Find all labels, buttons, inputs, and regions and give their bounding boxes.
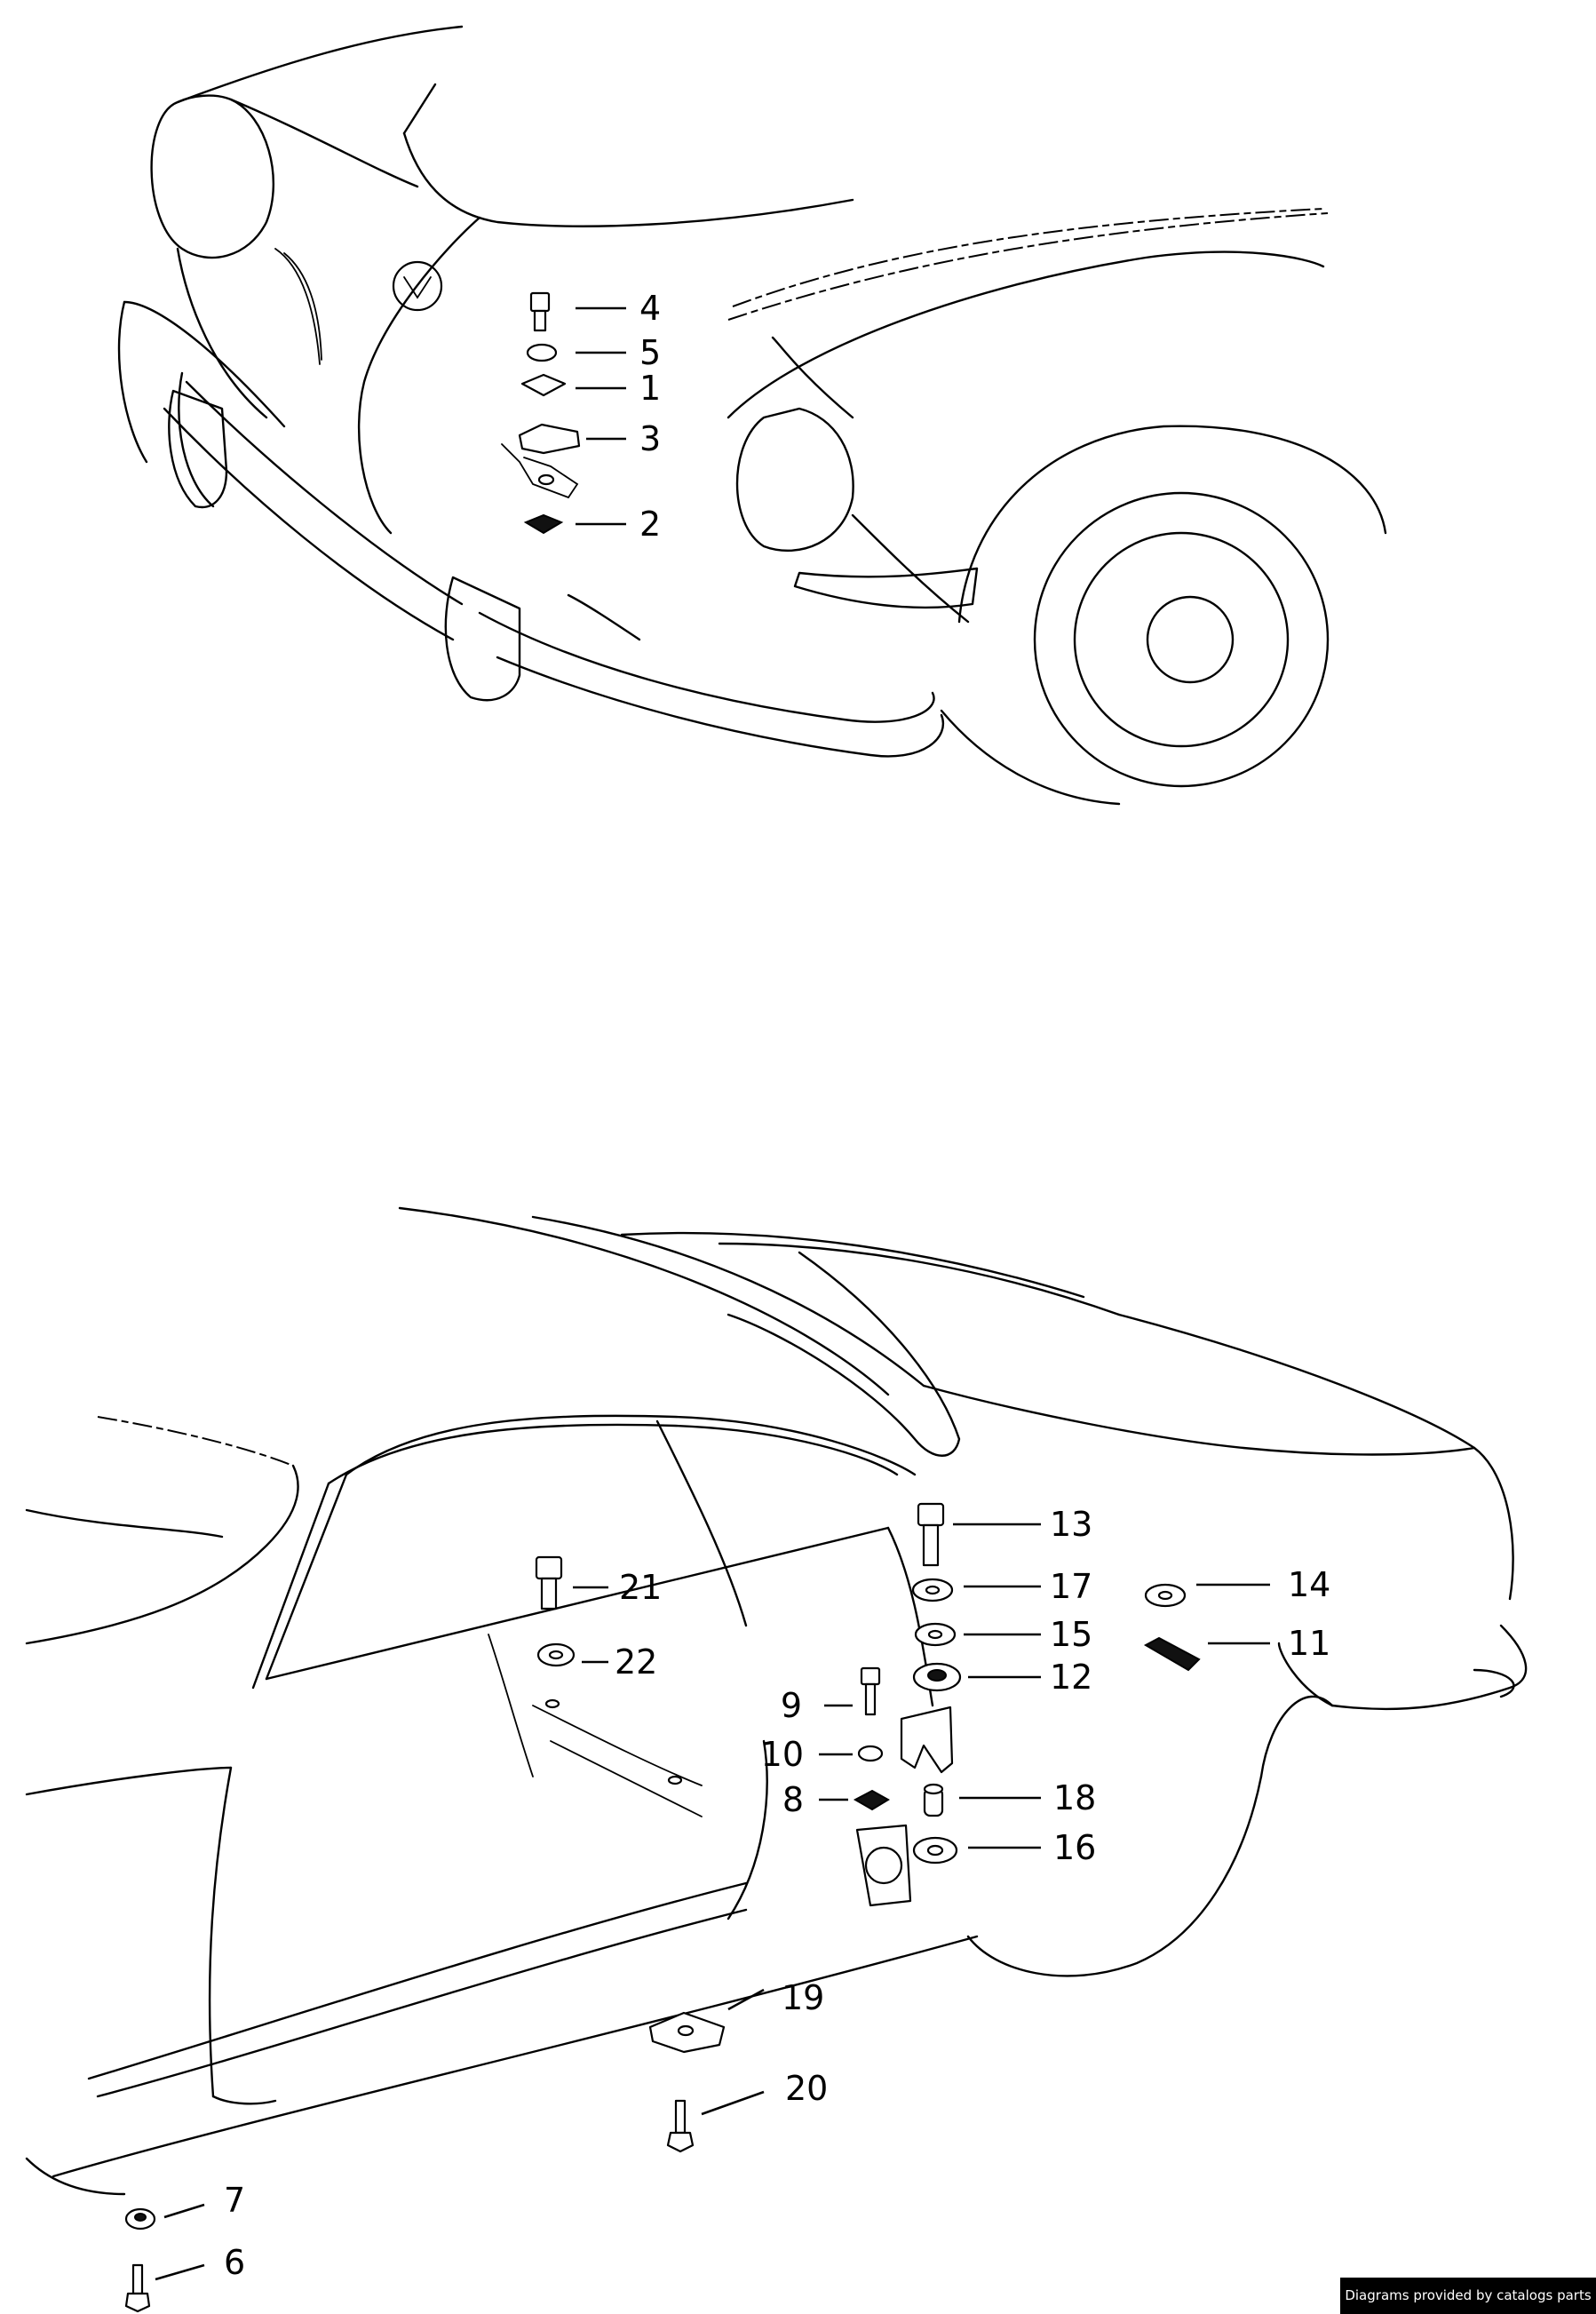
callout-part-8: 8 [782, 1780, 804, 1819]
leader-line-part-6 [155, 2263, 205, 2281]
plate-part-11 [1143, 1636, 1201, 1672]
washer-part-10 [857, 1745, 884, 1762]
front-car-illustration [117, 25, 1387, 806]
callout-part-17: 17 [1050, 1567, 1092, 1606]
callout-part-16: 16 [1053, 1828, 1096, 1867]
bolt-part-13 [917, 1502, 945, 1567]
credit-footer: Diagrams provided by catalogs parts [1340, 2278, 1596, 2314]
callout-part-5: 5 [639, 333, 661, 372]
bracket-part-3 [518, 423, 581, 455]
callout-part-15: 15 [1050, 1615, 1092, 1654]
callout-part-4: 4 [639, 289, 661, 328]
callout-part-22: 22 [615, 1642, 657, 1682]
side-parts [124, 1502, 1201, 2313]
callout-part-18: 18 [1053, 1778, 1096, 1817]
bolt-part-6 [124, 2263, 151, 2313]
leader-line-part-20 [701, 2090, 765, 2116]
bolt-part-4 [529, 291, 551, 332]
callout-part-11: 11 [1288, 1624, 1330, 1663]
callout-part-20: 20 [785, 2069, 828, 2108]
callout-part-21: 21 [619, 1568, 662, 1607]
plate-part-1 [520, 373, 567, 397]
bolt-part-20 [666, 2099, 695, 2153]
callout-part-14: 14 [1288, 1565, 1330, 1604]
spacer-part-18 [923, 1783, 944, 1817]
callout-part-2: 2 [639, 505, 661, 544]
clip-part-2 [523, 513, 564, 535]
callout-part-13: 13 [1050, 1505, 1092, 1544]
callout-part-12: 12 [1050, 1658, 1092, 1697]
leader-line-part-7 [163, 2203, 205, 2219]
callout-part-3: 3 [639, 419, 661, 458]
side-car-illustration [25, 1206, 1528, 2196]
callout-part-19: 19 [782, 1978, 824, 2017]
washer-part-5 [526, 343, 558, 362]
callout-part-1: 1 [639, 369, 661, 408]
nut-part-8 [853, 1789, 890, 1811]
callout-part-9: 9 [781, 1686, 802, 1725]
callout-part-7: 7 [224, 2181, 245, 2220]
callout-part-6: 6 [224, 2243, 245, 2282]
leader-line-part-19 [727, 1988, 765, 2011]
front-parts [501, 291, 581, 535]
bolt-part-9 [860, 1666, 881, 1716]
callout-part-10: 10 [761, 1735, 804, 1774]
bolt-part-21 [535, 1555, 563, 1610]
